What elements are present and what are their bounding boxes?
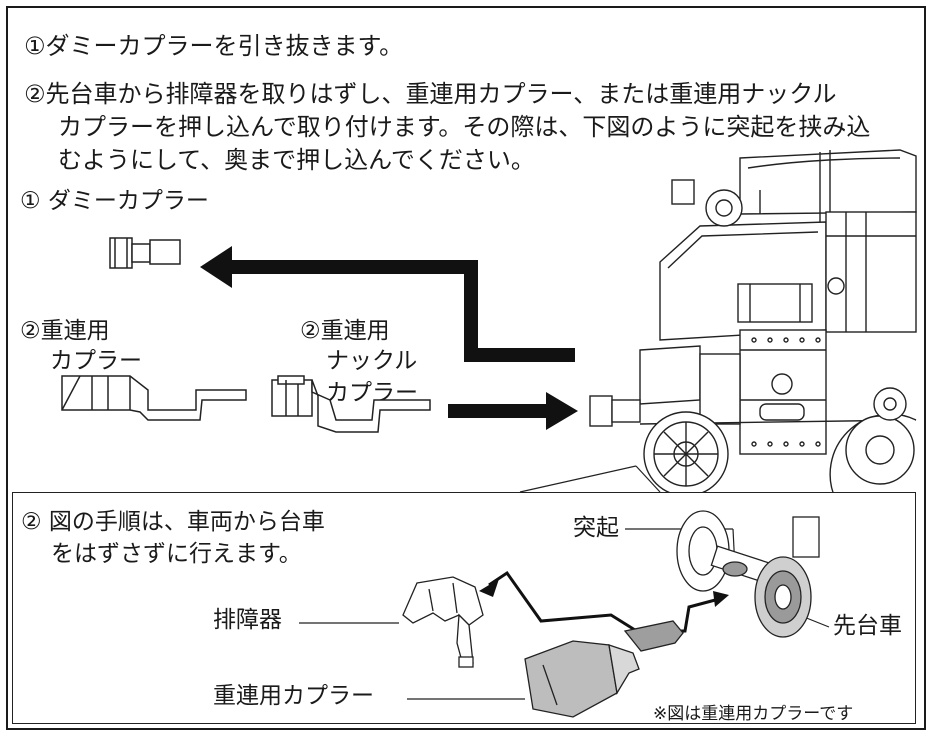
callout-lines	[519, 465, 661, 493]
dummy-coupler-label: ① ダミーカプラー	[20, 188, 209, 214]
front-truck-label: 先台車	[833, 613, 902, 639]
locomotive-body	[589, 149, 917, 501]
step-2-text: ②先台車から排障器を取りはずし、重連用カプラー、または重連用ナックル カプラーを…	[24, 78, 914, 177]
front-truck-part	[676, 510, 820, 638]
knuckle-coupler-part	[271, 375, 431, 433]
install-arrow	[448, 392, 578, 430]
knuckle-coupler-label-2: ナックル	[326, 348, 418, 374]
pilot-part	[402, 576, 484, 668]
step-2-line-1: ②先台車から排障器を取りはずし、重連用カプラー、または重連用ナックル	[24, 80, 837, 108]
double-coupler-inset-part	[524, 620, 684, 718]
dummy-coupler-part	[109, 237, 181, 269]
step-2-line-2: カプラーを押し込んで取り付けます。その際は、下図のように突起を挟み込	[58, 113, 871, 141]
step-2-line-3: むようにして、奥まで押し込んでください。	[58, 146, 535, 174]
inset-note-line-2: をはずさずに行えます。	[51, 541, 302, 567]
double-coupler-part	[61, 375, 247, 421]
inset-illustration	[299, 510, 830, 718]
inset-note-line-1: ② 図の手順は、車両から台車	[21, 509, 325, 535]
double-coupler-inset-label: 重連用カプラー	[213, 683, 374, 709]
step-1-text: ①ダミーカプラーを引き抜きます。	[24, 32, 404, 60]
knuckle-coupler-label-1: ②重連用	[300, 318, 390, 344]
instruction-frame	[6, 6, 926, 730]
detail-inset: ② 図の手順は、車両から台車 をはずさずに行えます。 突起 排障器 先台車 重連…	[12, 492, 916, 724]
pilot-removal-arrow	[488, 570, 644, 637]
footnote: ※図は重連用カプラーです	[653, 704, 854, 724]
protrusion-label: 突起	[573, 515, 619, 541]
double-coupler-label-2: カプラー	[50, 348, 142, 374]
removal-arrow	[200, 246, 575, 362]
double-coupler-label-1: ②重連用	[20, 318, 110, 344]
pilot-label: 排障器	[213, 607, 282, 633]
